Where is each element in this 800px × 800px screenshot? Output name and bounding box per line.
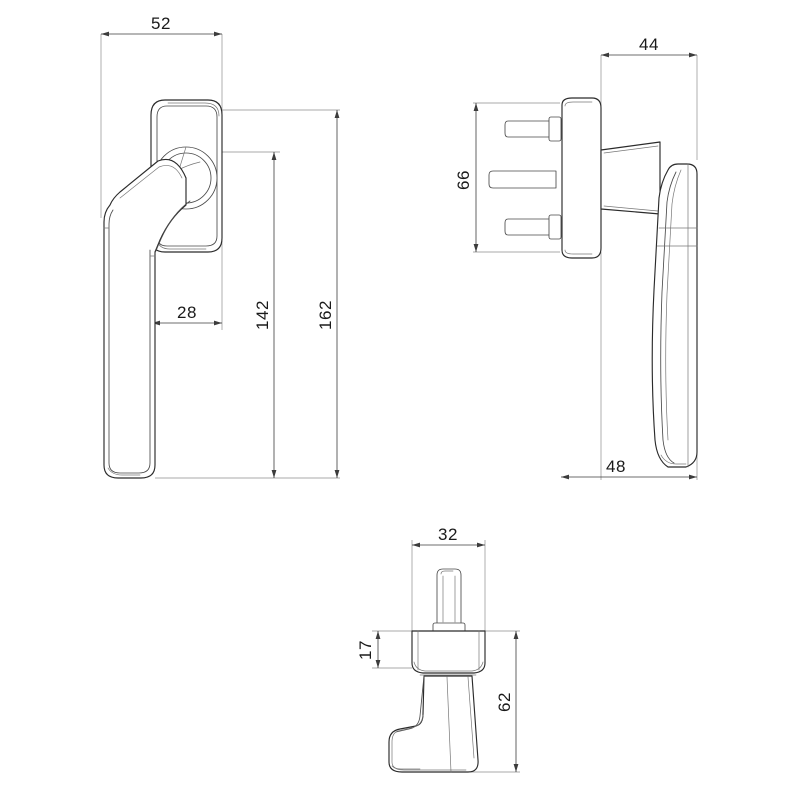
front-view: 52 28 142 162 <box>100 14 340 479</box>
prong-middle <box>488 170 557 189</box>
arrow-head <box>214 320 222 326</box>
side-handle-neck <box>600 141 661 215</box>
arrow-head <box>152 320 160 326</box>
arrow-head <box>334 470 340 478</box>
bottom-lever-right-seam <box>467 676 475 759</box>
dimension-48: 48 <box>561 457 697 480</box>
dimension-142: 142 <box>253 152 277 478</box>
dimension-label-62: 62 <box>495 692 514 712</box>
rose-boss-bottom-curve <box>413 661 484 672</box>
neck-inner-bottom <box>603 205 659 212</box>
neck-outline <box>600 141 661 215</box>
arrow-head <box>412 542 420 548</box>
dimension-label-52: 52 <box>151 14 171 33</box>
bottom-lever-body <box>388 675 479 773</box>
front-lever-arm <box>103 158 191 479</box>
side-rose-highlight <box>564 101 593 107</box>
spindle-pin-highlight <box>440 570 454 575</box>
arrow-head <box>601 52 609 58</box>
side-rose-shadow <box>564 249 593 255</box>
prong-lower <box>504 218 552 236</box>
bottom-lever-center-seam <box>446 676 452 773</box>
lever-arm-highlight <box>119 165 183 199</box>
dimension-label-162: 162 <box>316 300 335 330</box>
bottom-spindle-pin <box>432 568 466 634</box>
arrow-head <box>513 764 519 772</box>
dimension-62: 62 <box>495 631 519 772</box>
dimension-17: 17 <box>356 631 381 668</box>
dimension-32: 32 <box>412 525 485 548</box>
arrow-head <box>334 110 340 118</box>
side-rose-plate <box>561 97 607 259</box>
lever-body-bottom-shadow <box>660 454 687 465</box>
prong-upper-base <box>548 116 562 142</box>
neck-inner-top <box>603 145 659 154</box>
dimension-44: 44 <box>601 35 697 58</box>
dimension-label-32: 32 <box>438 525 458 544</box>
arrow-head <box>214 31 222 37</box>
arrow-head <box>271 152 277 160</box>
dimension-label-44: 44 <box>639 35 659 54</box>
lever-body-outline <box>651 163 698 468</box>
dimension-label-28: 28 <box>177 303 197 322</box>
bottom-lever-outline <box>388 675 479 773</box>
dimension-162: 162 <box>316 110 340 478</box>
rose-plate-inner <box>156 105 218 247</box>
dimension-52: 52 <box>101 14 222 37</box>
lever-arm-top-curve <box>154 200 191 254</box>
bottom-view: 32 17 62 <box>356 525 520 773</box>
arrow-head <box>561 474 569 480</box>
side-lever-body <box>651 163 698 468</box>
arrow-head <box>101 31 109 37</box>
bottom-rose-boss <box>411 630 486 676</box>
arrow-head <box>473 103 479 111</box>
dimension-label-142: 142 <box>253 300 272 330</box>
arrow-head <box>689 52 697 58</box>
arrow-head <box>271 470 277 478</box>
prong-upper <box>504 120 552 138</box>
lever-arm-outline <box>103 158 187 479</box>
bottom-lever-bottom-shadow <box>391 765 467 771</box>
arrow-head <box>375 660 381 668</box>
dimension-label-66: 66 <box>454 170 473 190</box>
side-rose-outline <box>561 97 602 259</box>
prong-lower-base <box>548 214 562 240</box>
lever-body-seam <box>665 169 682 441</box>
lever-arm-bottom-shadow <box>107 467 141 476</box>
side-view: 44 66 48 <box>454 35 698 480</box>
arrow-head <box>513 631 519 639</box>
arrow-head <box>375 631 381 639</box>
dimension-label-17: 17 <box>356 640 375 660</box>
rose-boss-outline <box>411 630 486 674</box>
dimension-66: 66 <box>454 103 479 252</box>
spindle-pin-outline <box>436 568 462 625</box>
bottom-lever-toe-inner <box>391 714 424 770</box>
arrow-head <box>477 542 485 548</box>
arrow-head <box>689 474 697 480</box>
bottom-lever-inner-left <box>395 675 425 733</box>
lever-arm-inner-edge <box>108 209 151 474</box>
rose-plate-highlight <box>167 102 220 117</box>
side-spindle-prongs <box>488 116 562 240</box>
dimension-label-48: 48 <box>606 457 626 476</box>
lever-body-inner-edge <box>660 171 677 464</box>
dimension-28: 28 <box>152 303 222 326</box>
arrow-head <box>473 244 479 252</box>
